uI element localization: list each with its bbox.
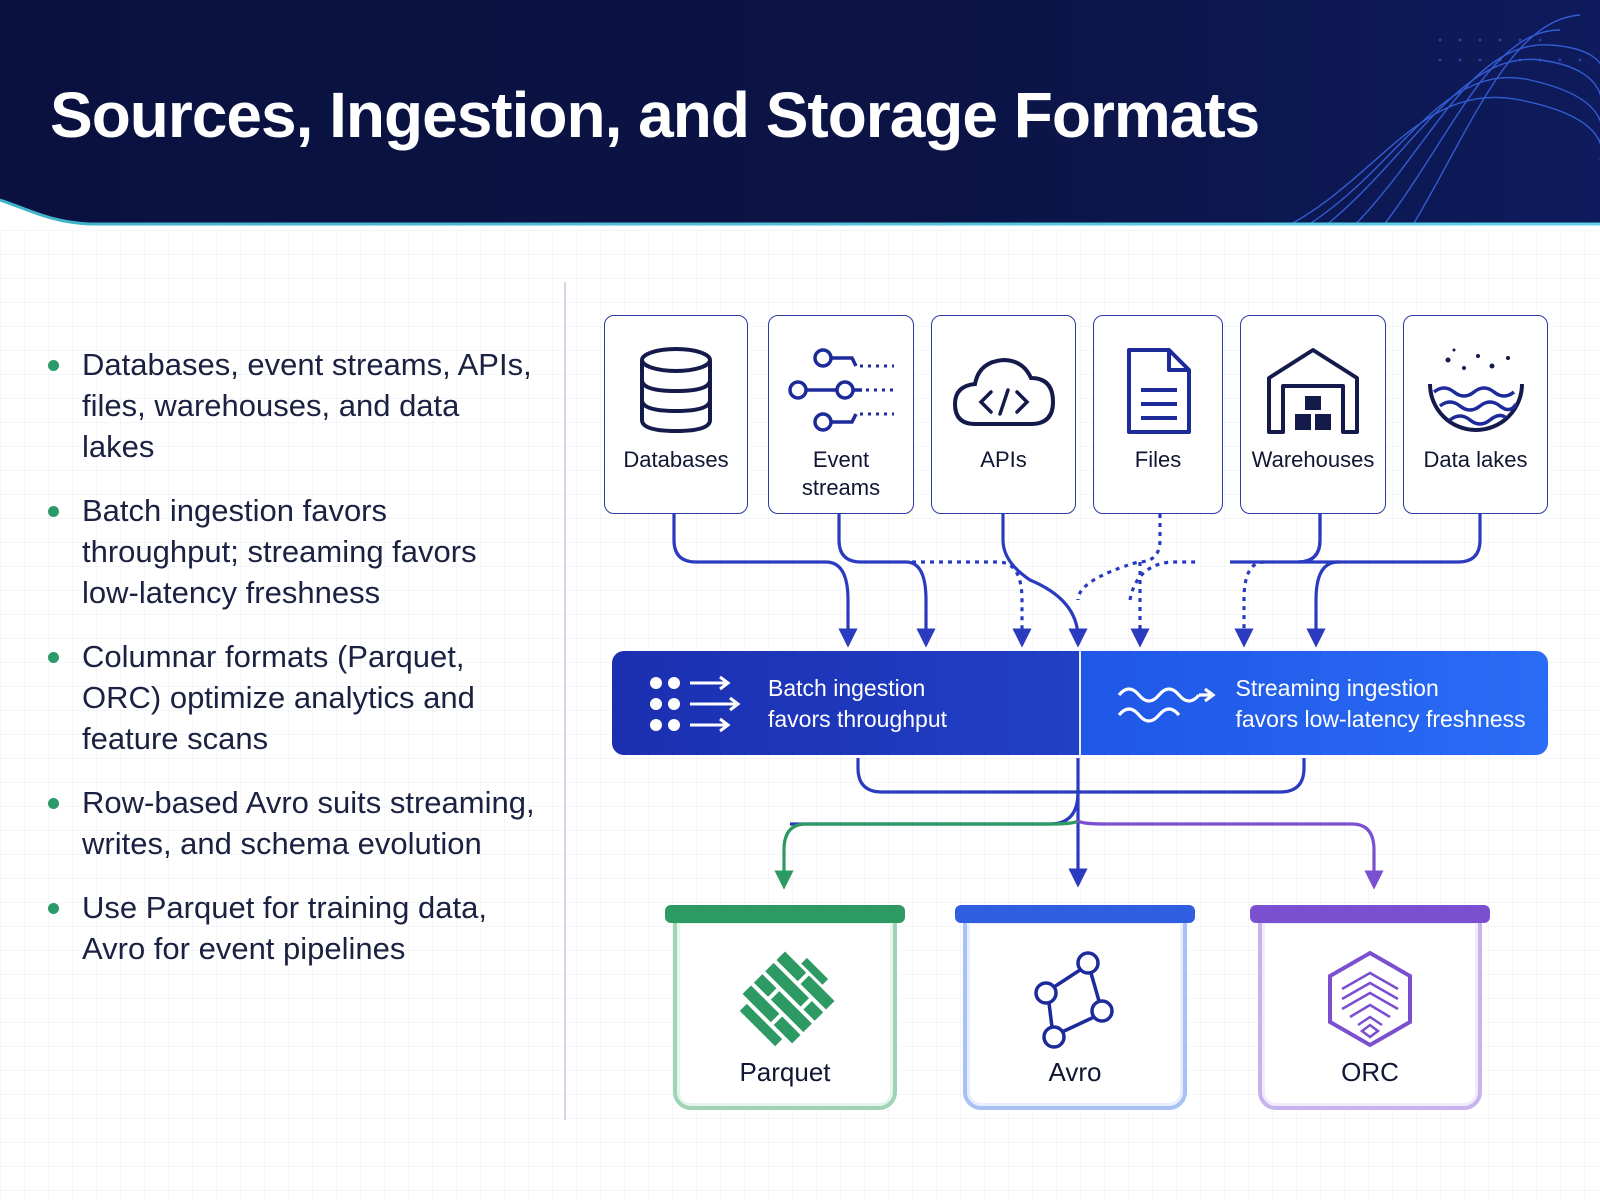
source-label: APIs: [980, 447, 1027, 472]
parquet-icon: [739, 951, 835, 1047]
streaming-ingestion-text: Streaming ingestion favors low-latency f…: [1235, 673, 1525, 735]
format-label: ORC: [1341, 1057, 1399, 1087]
bin-lid: [665, 905, 905, 923]
source-label: Files: [1134, 447, 1182, 472]
bullet-dot: [48, 798, 59, 809]
source-label: Data lakes: [1423, 447, 1528, 472]
column-divider: [564, 282, 566, 1120]
format-bin-orc: ORC: [1250, 905, 1490, 1115]
api-cloud-icon: [952, 357, 1055, 426]
file-icon: [1127, 348, 1191, 434]
data-lake-icon: [1427, 348, 1524, 432]
bullet-text: Columnar formats (Parquet, ORC) optimize…: [82, 639, 475, 756]
source-label: Warehouses: [1251, 447, 1375, 472]
format-bin-avro: Avro: [955, 905, 1195, 1115]
source-card-warehouses: Warehouses: [1240, 315, 1386, 514]
source-card-event-streams: Event streams: [768, 315, 914, 514]
bullet-text: Batch ingestion favors throughput; strea…: [82, 493, 477, 610]
bullet-item: Columnar formats (Parquet, ORC) optimize…: [40, 636, 540, 759]
bin-lid: [1250, 905, 1490, 923]
ingestion-separator: [1078, 651, 1082, 755]
bullet-dot: [48, 652, 59, 663]
streaming-ingestion-panel: Streaming ingestion favors low-latency f…: [1081, 651, 1548, 755]
source-label: Databases: [623, 447, 729, 472]
bullet-dot: [48, 360, 59, 371]
database-icon: [640, 347, 712, 434]
batch-ingestion-text: Batch ingestion favors throughput: [768, 673, 947, 735]
header-banner: Sources, Ingestion, and Storage Formats: [0, 0, 1600, 230]
bin-body: [1258, 917, 1482, 1110]
wave-icon: [1118, 687, 1217, 723]
bullet-item: Use Parquet for training data, Avro for …: [40, 887, 540, 969]
header-wave-decoration: [0, 14, 1600, 230]
format-label: Parquet: [739, 1057, 831, 1087]
batch-icon: [650, 675, 741, 733]
bullet-dot: [48, 903, 59, 914]
streaming-line-1: Streaming ingestion: [1235, 675, 1439, 701]
batch-ingestion-panel: Batch ingestion favors throughput: [612, 651, 1079, 755]
source-card-apis: APIs: [931, 315, 1076, 514]
page-title: Sources, Ingestion, and Storage Formats: [50, 79, 1260, 151]
bin-body: [963, 917, 1187, 1110]
batch-line-2: favors throughput: [768, 706, 948, 732]
event-streams-icon: [788, 348, 894, 432]
source-label: Event streams: [801, 447, 881, 500]
bullet-text: Row-based Avro suits streaming, writes, …: [82, 785, 535, 861]
source-card-files: Files: [1093, 315, 1223, 514]
bullet-text: Databases, event streams, APIs, files, w…: [82, 347, 532, 464]
orc-icon: [1328, 950, 1412, 1048]
bullet-item: Batch ingestion favors throughput; strea…: [40, 490, 540, 613]
bullet-text: Use Parquet for training data, Avro for …: [82, 890, 487, 966]
bullet-item: Databases, event streams, APIs, files, w…: [40, 344, 540, 467]
bullet-dot: [48, 506, 59, 517]
streaming-line-2: favors low-latency freshness: [1235, 706, 1526, 732]
ingestion-bar: Batch ingestion favors throughput Stream…: [612, 651, 1548, 755]
avro-icon: [1034, 951, 1114, 1049]
batch-line-1: Batch ingestion: [768, 675, 926, 701]
bin-lid: [955, 905, 1195, 923]
bullet-item: Row-based Avro suits streaming, writes, …: [40, 782, 540, 864]
source-card-databases: Databases: [604, 315, 748, 514]
warehouse-icon: [1267, 348, 1359, 434]
bullet-list: Databases, event streams, APIs, files, w…: [40, 344, 540, 992]
format-bin-parquet: Parquet: [665, 905, 905, 1115]
source-card-data-lakes: Data lakes: [1403, 315, 1548, 514]
format-label: Avro: [1048, 1057, 1102, 1087]
